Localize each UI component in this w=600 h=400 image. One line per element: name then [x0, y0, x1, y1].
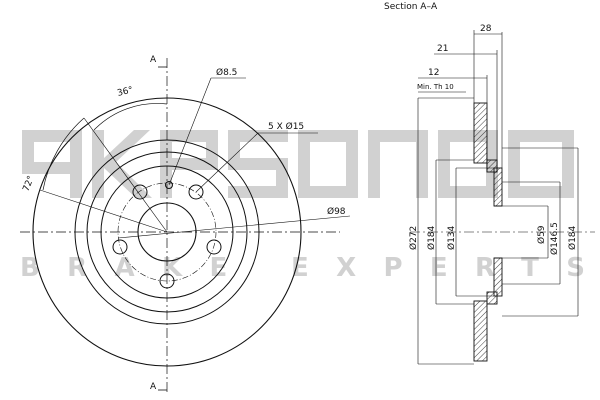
angle-72-label: 72° — [22, 175, 37, 194]
pin-hole-label: Ø8.5 — [216, 67, 237, 78]
min-thickness-label: Min. Th 10 — [417, 83, 454, 91]
watermark-tagline: BRAKE EXPERTS — [20, 253, 585, 283]
mounting-face-lower — [493, 257, 503, 297]
hat-outer-edge — [86, 151, 248, 313]
section-diameter-dimensions — [417, 97, 579, 365]
hat-wall-lower — [486, 291, 498, 305]
pin-hole — [165, 181, 173, 189]
front-view-labels: A A 36° 72° Ø8.5 5 X Ø15 Ø98 — [22, 55, 346, 392]
bolt-hole — [188, 184, 204, 200]
friction-ring-lower — [473, 300, 488, 362]
dia-134-label: Ø134 — [446, 225, 457, 250]
bolt-hole — [112, 239, 128, 255]
watermark-logo — [22, 130, 574, 198]
section-title: Section A–A — [384, 2, 438, 12]
dia-184-right-label: Ø184 — [567, 225, 578, 250]
dia-272-label: Ø272 — [408, 226, 419, 250]
hub-step — [100, 165, 234, 299]
watermark: BRAKE EXPERTS — [20, 130, 585, 283]
section-width-dimensions — [418, 30, 503, 168]
friction-ring-inner-edge — [74, 139, 260, 325]
hat-wall-upper — [486, 159, 498, 173]
pcd-label: Ø98 — [327, 206, 346, 217]
dia-146-5-label: Ø146.5 — [549, 222, 560, 255]
dia-59-label: Ø59 — [536, 225, 547, 244]
mounting-face-upper — [493, 167, 503, 207]
bolt-hole — [159, 273, 175, 289]
section-view — [410, 102, 595, 362]
bolt-hole — [206, 239, 222, 255]
angle-36-label: 36° — [116, 85, 134, 99]
disc-outer-edge — [32, 97, 302, 367]
dia-184-left-label: Ø184 — [426, 225, 437, 250]
section-marker-bottom: A — [150, 382, 157, 392]
width-21-label: 21 — [437, 44, 448, 54]
section-marker-top: A — [150, 55, 157, 65]
bolt-holes-label: 5 X Ø15 — [268, 121, 304, 132]
thickness-12-label: 12 — [428, 68, 439, 78]
section-diameter-labels: Ø272 Ø184 Ø134 Ø59 Ø146.5 Ø184 — [408, 222, 578, 255]
centre-bore — [137, 202, 197, 262]
bolt-hole — [132, 184, 148, 200]
section-width-labels: 28 21 12 Min. Th 10 — [417, 24, 492, 91]
friction-ring-upper — [473, 102, 488, 164]
pcd-circle — [117, 182, 217, 282]
front-view — [20, 58, 351, 392]
width-28-label: 28 — [480, 24, 492, 34]
